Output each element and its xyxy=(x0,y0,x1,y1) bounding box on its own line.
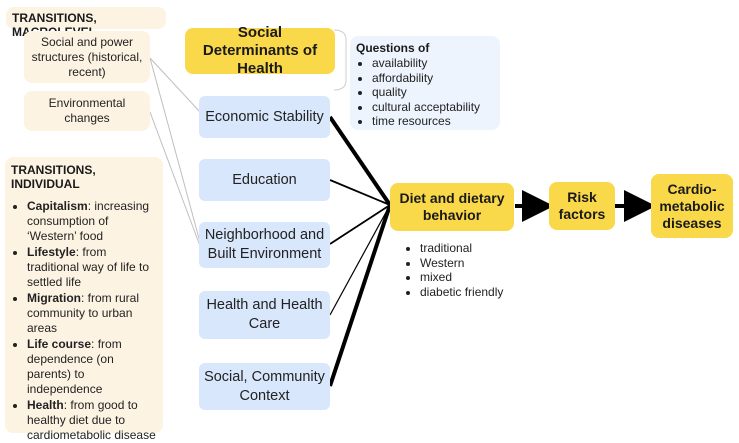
question-item: affordability xyxy=(372,71,494,86)
questions-box: Questions of availability affordability … xyxy=(350,36,500,130)
sdoh-bracket xyxy=(333,29,347,91)
sdoh-title: Social Determinants of Health xyxy=(202,24,318,77)
individual-item: Capitalism: increasing consumption of ‘W… xyxy=(27,199,157,244)
questions-list: availability affordability quality cultu… xyxy=(356,56,494,129)
individual-item: Life course: from dependence (on parents… xyxy=(27,337,157,397)
diet-types: traditional Western mixed diabetic frien… xyxy=(404,241,534,299)
individual-item: Health: from good to healthy diet due to… xyxy=(27,398,157,443)
connector-social-to-economic xyxy=(149,57,201,113)
risk-box: Risk factors xyxy=(549,182,615,230)
connector-env-to-neighborhood xyxy=(149,111,201,247)
question-item: quality xyxy=(372,85,494,100)
factor-label: Neighborhood and Built Environment xyxy=(204,227,325,262)
individual-list: Capitalism: increasing consumption of ‘W… xyxy=(11,199,157,443)
sdoh-title-box: Social Determinants of Health xyxy=(185,24,335,77)
macro-social-power-label: Social and power structures (historical,… xyxy=(31,34,143,79)
macro-heading: TRANSITIONS, MACROLEVEL xyxy=(6,7,166,39)
macro-environmental-label: Environmental changes xyxy=(48,96,126,125)
diet-types-list: traditional Western mixed diabetic frien… xyxy=(404,241,534,299)
macro-box-environmental: Environmental changes xyxy=(24,91,150,131)
diet-type-item: traditional xyxy=(420,241,534,256)
risk-title: Risk factors xyxy=(558,189,606,222)
individual-item: Lifestyle: from traditional way of life … xyxy=(27,245,157,290)
factor-label: Health and Health Care xyxy=(206,297,323,332)
outcome-box: Cardio-metabolic diseases xyxy=(651,174,733,238)
question-item: time resources xyxy=(372,114,494,129)
connector-social-to-neighborhood xyxy=(149,57,201,243)
macro-box-social-power: Social and power structures (historical,… xyxy=(24,31,150,83)
individual-heading: TRANSITIONS, INDIVIDUAL xyxy=(11,163,96,191)
connector-health-to-diet xyxy=(329,204,391,316)
factor-box-social-community: Social, Community Context xyxy=(199,363,330,410)
factor-box-neighborhood: Neighborhood and Built Environment xyxy=(199,222,330,268)
outcome-title: Cardio-metabolic diseases xyxy=(659,180,725,231)
question-item: cultural acceptability xyxy=(372,100,494,115)
connector-neighborhood-to-diet xyxy=(329,204,391,245)
diet-box: Diet and dietary behavior xyxy=(390,183,514,231)
factor-label: Education xyxy=(232,171,297,188)
diet-title: Diet and dietary behavior xyxy=(399,190,505,223)
diet-type-item: Western xyxy=(420,256,534,271)
factor-label: Social, Community Context xyxy=(204,368,325,404)
connector-education-to-diet xyxy=(329,179,391,206)
diet-type-item: mixed xyxy=(420,270,534,285)
diet-type-item: diabetic friendly xyxy=(420,285,534,300)
factor-box-education: Education xyxy=(199,159,330,201)
connector-social-to-diet xyxy=(328,204,392,387)
factor-box-economic-stability: Economic Stability xyxy=(199,96,330,138)
individual-box: TRANSITIONS, INDIVIDUAL Capitalism: incr… xyxy=(5,157,163,442)
question-item: availability xyxy=(372,56,494,71)
individual-item: Migration: from rural community to urban… xyxy=(27,291,157,336)
questions-heading: Questions of xyxy=(356,41,430,55)
factor-box-health-care: Health and Health Care xyxy=(199,291,330,339)
factor-label: Economic Stability xyxy=(205,108,324,125)
connector-economic-to-diet xyxy=(328,115,392,207)
